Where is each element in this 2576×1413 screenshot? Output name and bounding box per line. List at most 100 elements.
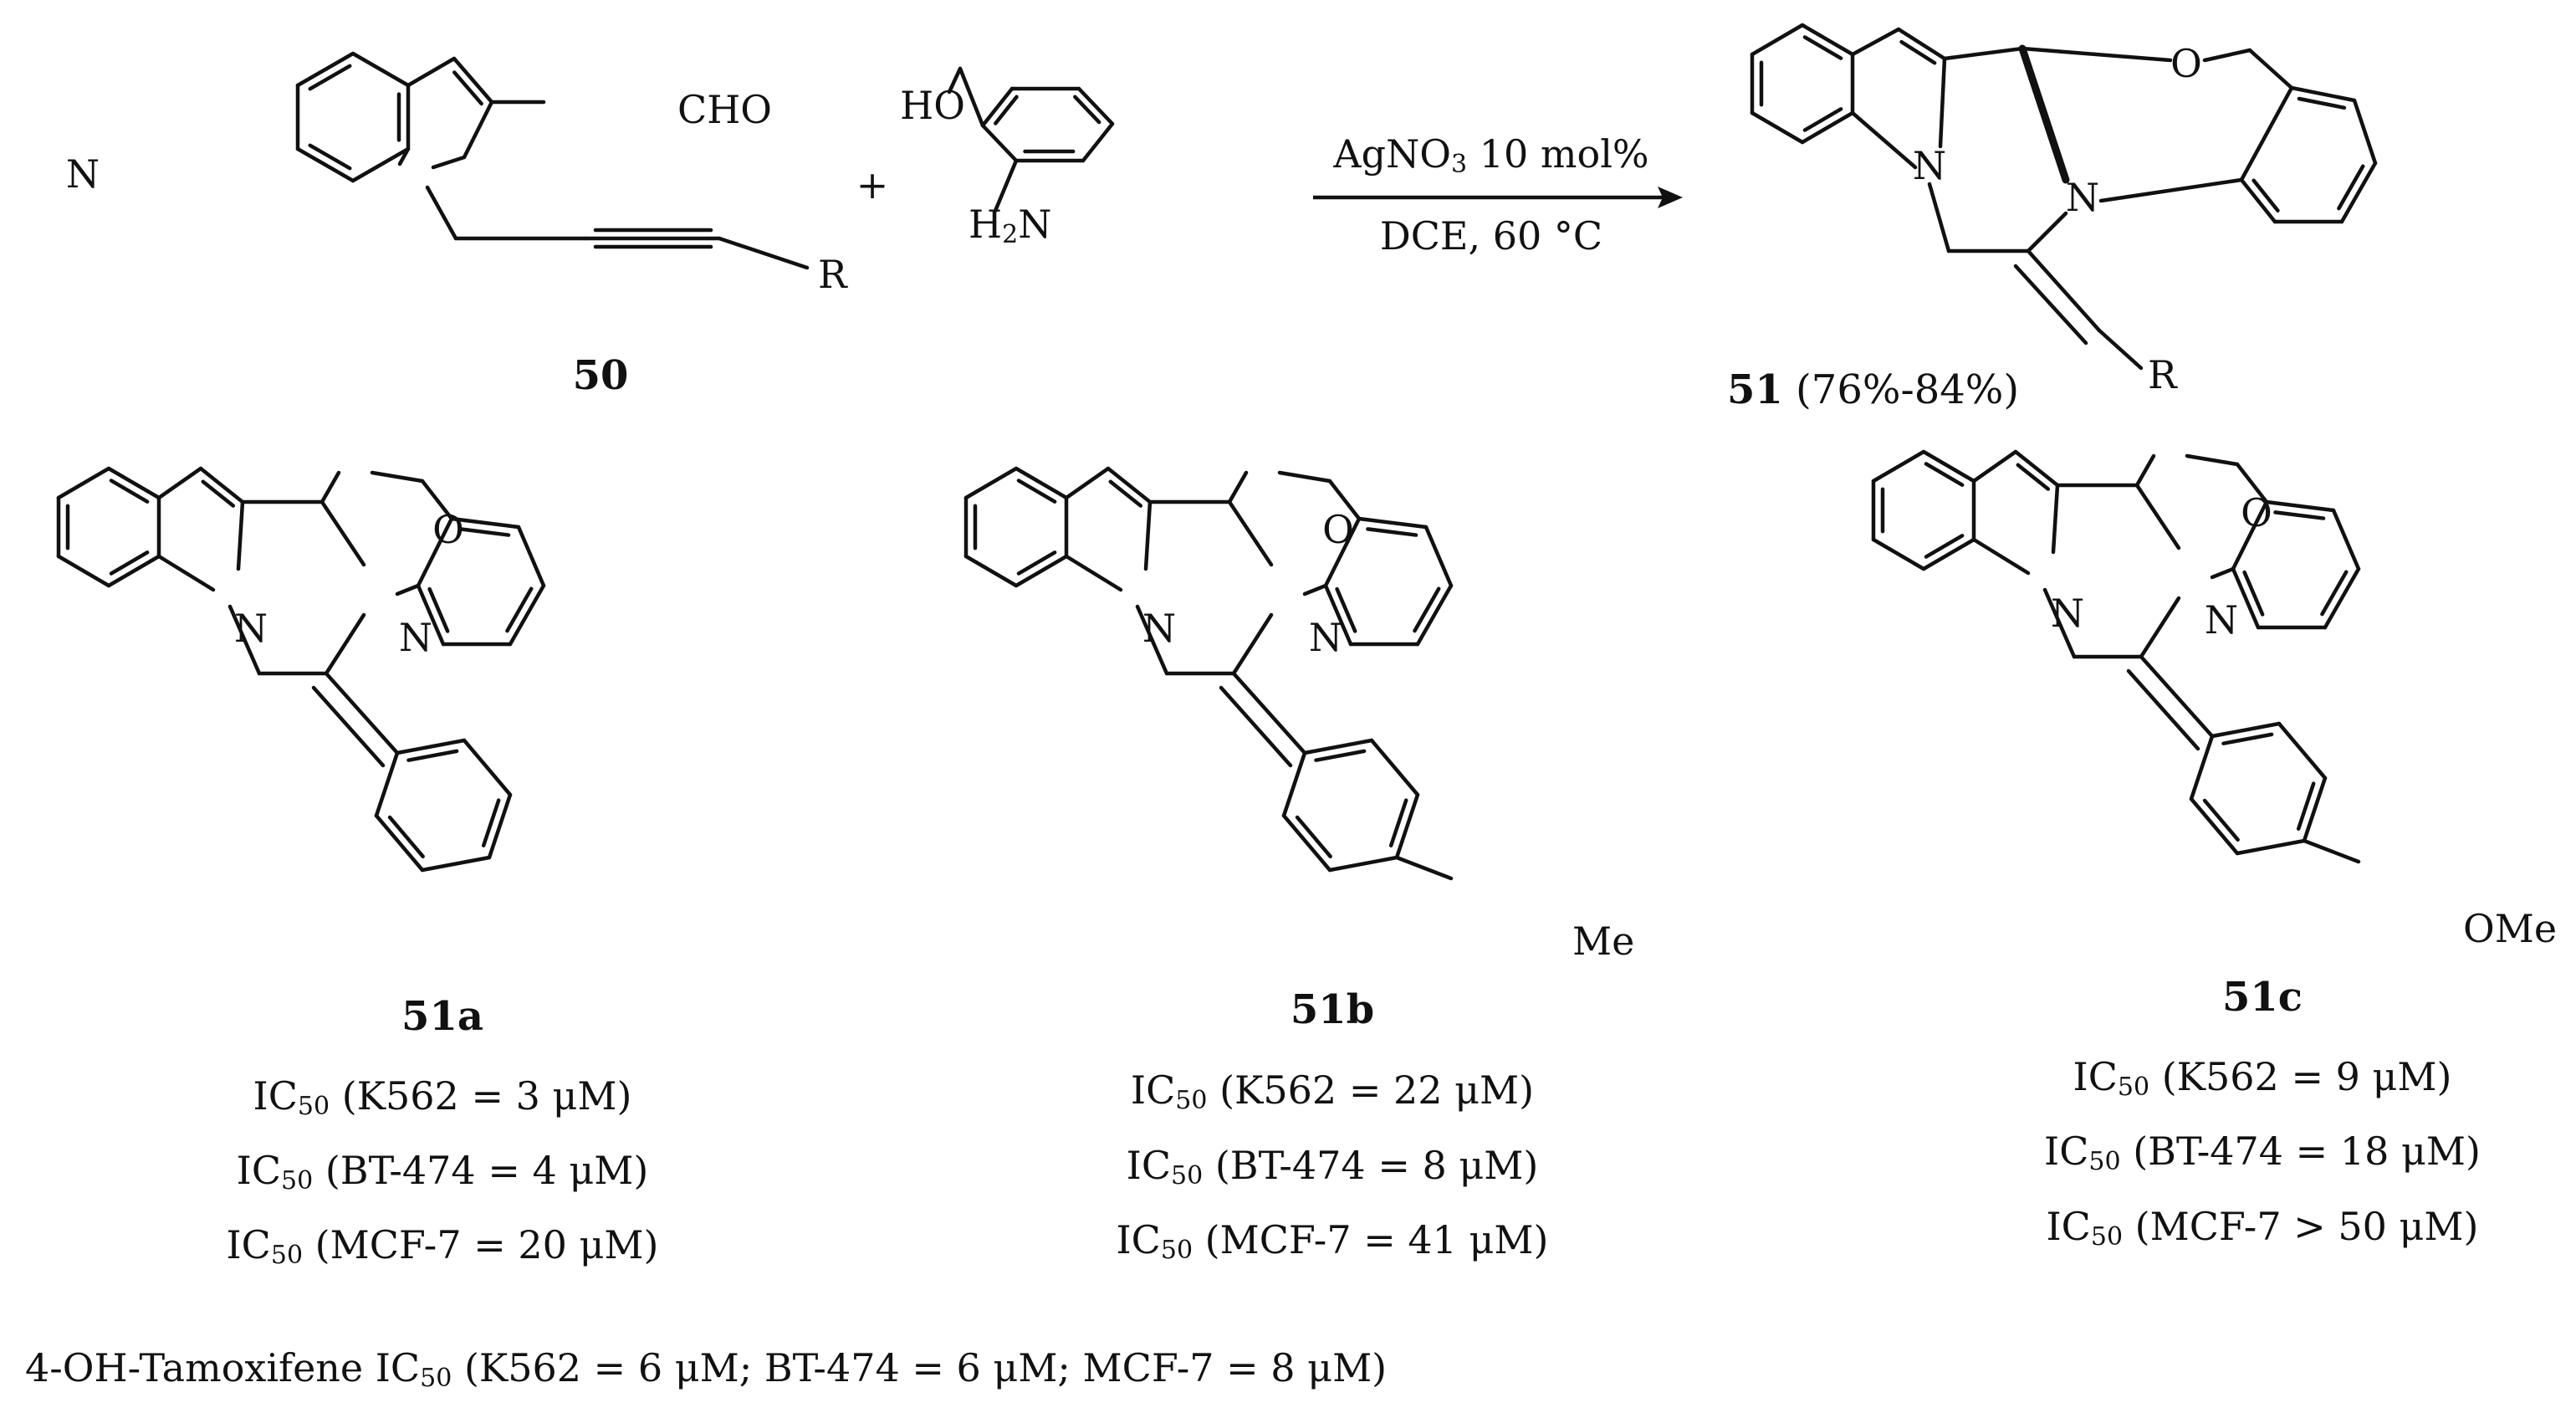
compound-51c-benzoxazine-ring bbox=[2323, 566, 2361, 630]
reactant-2-nh2-bond bbox=[993, 158, 1019, 213]
compound-51a-benzene-ring-double bbox=[109, 550, 150, 576]
compound-51a-ch2-bond bbox=[420, 479, 454, 521]
product-51-benzene-ring-double bbox=[1802, 35, 1843, 60]
ic50-51b-mcf7: IC50 (MCF-7 = 41 μM) bbox=[1117, 1217, 1549, 1265]
compound-51b-o-atom: O bbox=[1322, 507, 1354, 552]
compound-51b-aryl-ring-double bbox=[1388, 798, 1408, 847]
compound-51c-n1-atom: N bbox=[2051, 591, 2084, 636]
compound-51a-aryl-ring bbox=[462, 738, 513, 797]
compound-51a-n1-atom: N bbox=[234, 606, 268, 651]
compound-51c-benzoxazine-ring-double bbox=[2320, 570, 2349, 617]
compound-51a-benzene-ring bbox=[106, 554, 161, 588]
compound-51a-o-ch2-bond bbox=[370, 470, 425, 484]
compound-51b-n-aryl-bond bbox=[1302, 583, 1328, 596]
compound-51a-pyrrole-bond bbox=[156, 466, 203, 500]
compound-51b-aryl-ring bbox=[1281, 750, 1307, 818]
compound-51b-aryl-ring bbox=[1281, 813, 1332, 873]
compound-51a-aryl-ring-double bbox=[481, 798, 501, 847]
ic50-51c-bt474: IC50 (BT-474 = 18 μM) bbox=[2044, 1129, 2481, 1176]
compound-51b-substituent-bond bbox=[1394, 855, 1454, 881]
compound-51a-pyrrole-bond bbox=[236, 499, 245, 571]
compound-51b-exo-double bbox=[1231, 671, 1307, 755]
compound-label-51c: 51c bbox=[2222, 974, 2303, 1021]
compound-51a-benzene-ring bbox=[106, 466, 161, 500]
product-51-benzene-ring bbox=[1800, 110, 1855, 145]
compound-51a-aryl-ring bbox=[374, 813, 425, 873]
compound-51c-substituent-bond bbox=[2302, 838, 2361, 864]
reactant-2-benzene-ring bbox=[980, 86, 1015, 128]
compound-51c-pyrrole-bond bbox=[2013, 449, 2060, 488]
product-51-n-bond bbox=[1850, 110, 1918, 170]
compound-51b-aryl-ring-double bbox=[1314, 749, 1367, 762]
compound-51a-o-bond bbox=[319, 470, 341, 504]
compound-51a-n-bond bbox=[156, 554, 216, 592]
compound-51a-n-aryl-bond bbox=[395, 583, 421, 596]
compound-51a-aryl-ring bbox=[420, 855, 492, 873]
compound-51b-o-bond bbox=[1227, 470, 1249, 504]
compound-51c-benzene-ring bbox=[1871, 449, 1926, 484]
compound-51b-benzoxazine-ring bbox=[1423, 525, 1454, 588]
product-51-stereo-bond bbox=[2018, 44, 2070, 184]
compound-51b-pyrrole-bond bbox=[1106, 466, 1153, 504]
product-51-benzoxazine-ring bbox=[2352, 98, 2378, 166]
reactant-50-n-bond bbox=[397, 146, 411, 166]
compound-51c-o-atom: O bbox=[2241, 490, 2272, 535]
compound-51a-benzene-ring-double bbox=[109, 479, 150, 504]
compound-51a-exo-double bbox=[324, 671, 400, 755]
compound-51a-aryl-ring-double bbox=[387, 815, 425, 858]
compound-51c-benzoxazine-ring bbox=[2264, 499, 2336, 513]
compound-label-51b: 51b bbox=[1291, 986, 1374, 1033]
compound-51b-benzoxazine-ring bbox=[1323, 516, 1362, 588]
product-51-r-group: R bbox=[2148, 352, 2178, 397]
compound-51b-benzoxazine-ring bbox=[1415, 583, 1454, 647]
reactant-50-cho-group: CHO bbox=[677, 87, 772, 132]
product-51-o-ch2-bond bbox=[2202, 48, 2252, 63]
compound-51a-benzoxazine-ring-double bbox=[458, 527, 511, 537]
compound-51b-pyrrole-bond bbox=[1064, 466, 1111, 500]
product-51-pyrrole-double bbox=[1899, 39, 1937, 65]
compound-51c-benzene-ring-double bbox=[1924, 462, 1965, 487]
compound-51c-benzoxazine-ring-double bbox=[2273, 510, 2326, 520]
compound-51c-pyrrole-bond bbox=[1971, 449, 2018, 484]
compound-51b-aryl-ring bbox=[1302, 738, 1374, 755]
ic50-51a-mcf7: IC50 (MCF-7 = 20 μM) bbox=[227, 1222, 659, 1270]
compound-51b-pyrrole-double bbox=[1108, 479, 1143, 508]
compound-51b-o-ch2-bond bbox=[1277, 470, 1332, 484]
compound-label-50: 50 bbox=[573, 352, 629, 399]
reactant-50-n-bond bbox=[431, 155, 467, 170]
compound-51b-benzoxazine-ring bbox=[1323, 583, 1353, 647]
compound-51c-aryl-ring-double bbox=[2296, 781, 2316, 831]
compound-51c-n-aryl-bond bbox=[2210, 566, 2236, 580]
compound-51b-benzoxazine-ring-double bbox=[1413, 586, 1441, 633]
reactant-2-benzene-ring bbox=[980, 123, 1019, 163]
compound-51a-benzoxazine-ring-double bbox=[427, 586, 450, 633]
product-51-benzoxazine-ring bbox=[2339, 161, 2378, 224]
reactant-2-benzene-ring-double bbox=[1073, 95, 1101, 125]
product-51-benzene-ring bbox=[1750, 23, 1805, 57]
product-51-benzoxazine-ring-double bbox=[2297, 96, 2347, 110]
compound-51c-aryl-ring bbox=[2235, 838, 2307, 856]
reference-tamoxifene-ic50: 4-OH-Tamoxifene IC50 (K562 = 6 μM; BT-47… bbox=[25, 1345, 1387, 1393]
ic50-51a-k562: IC50 (K562 = 3 μM) bbox=[253, 1073, 632, 1121]
ic50-51c-mcf7: IC50 (MCF-7 > 50 μM) bbox=[2047, 1204, 2479, 1252]
compound-51b-benzoxazine-ring bbox=[1357, 516, 1429, 530]
compound-51c-aryl-ring bbox=[2189, 796, 2240, 856]
product-51-pyrrole-bond bbox=[1938, 56, 1947, 149]
product-51-r-bond bbox=[2097, 328, 2144, 371]
compound-51b-benzene-ring-double bbox=[1016, 550, 1057, 576]
product-51-benzoxazine-ring bbox=[2239, 85, 2294, 182]
compound-51a-aryl-ring bbox=[374, 750, 400, 818]
reactant-2-benzene-ring bbox=[1076, 86, 1115, 126]
compound-51b-exo-double bbox=[1219, 685, 1293, 768]
compound-51b-aryl-ring bbox=[1369, 738, 1420, 797]
product-51-benzoxazine-ring-double bbox=[2337, 164, 2365, 211]
conditions-reagent: AgNO3 10 mol% bbox=[1332, 131, 1648, 179]
conditions-solvent: DCE, 60 °C bbox=[1380, 213, 1602, 259]
compound-51c-ome-group: OMe bbox=[2463, 906, 2557, 951]
reactant-50-r-bond bbox=[717, 236, 810, 270]
compound-51b-n-vinyl-bond bbox=[1231, 612, 1274, 676]
product-51-n2-atom: N bbox=[2066, 175, 2099, 220]
compound-51b-n2-atom: N bbox=[1309, 615, 1342, 660]
compound-51a-benzene-ring bbox=[56, 554, 111, 588]
